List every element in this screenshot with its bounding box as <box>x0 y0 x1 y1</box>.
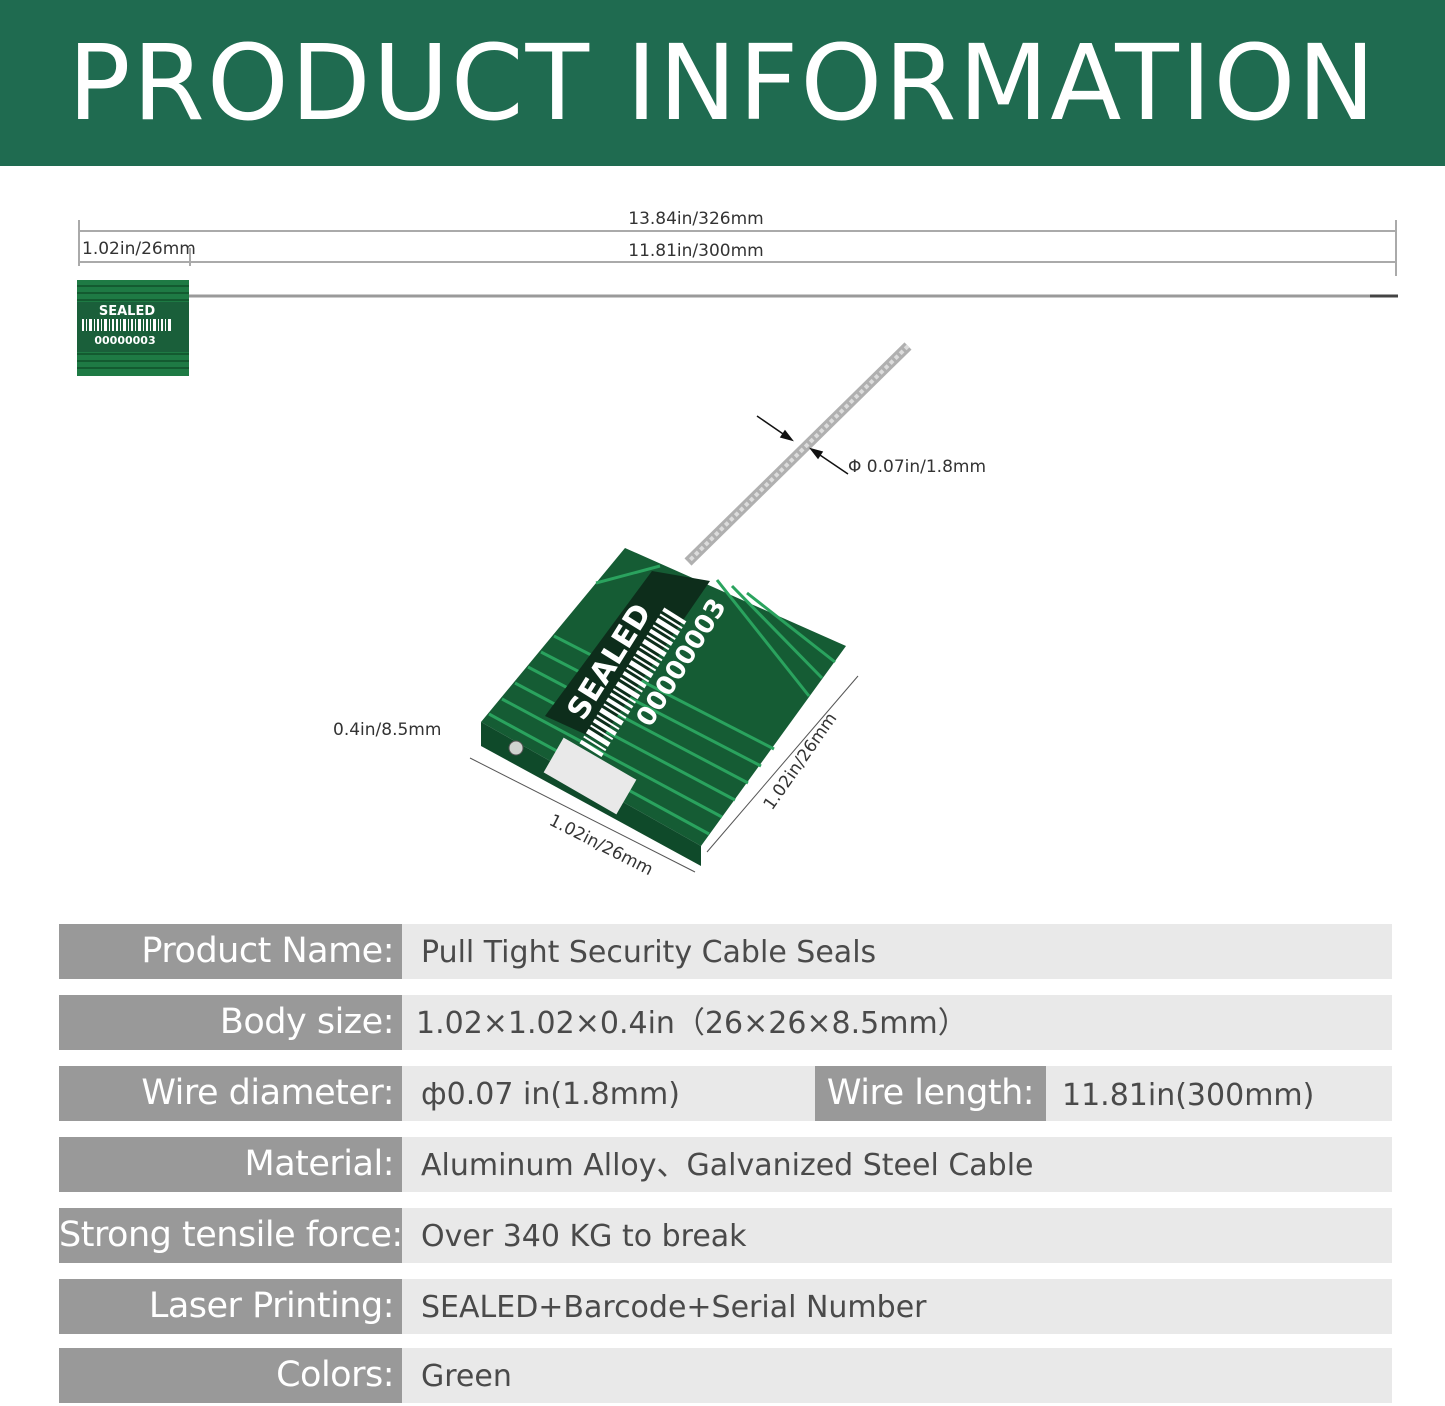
spec-row-material: Material: Aluminum Alloy、Galvanized Stee… <box>59 1137 1392 1192</box>
spec-row-laser-printing: Laser Printing: SEALED+Barcode+Serial Nu… <box>59 1279 1392 1334</box>
wire-diameter-arrows <box>756 415 849 475</box>
diagonal-wire <box>684 342 912 566</box>
spec-label-secondary: Wire length: <box>815 1066 1046 1121</box>
spec-label: Colors: <box>59 1348 402 1403</box>
spec-value: Pull Tight Security Cable Seals <box>421 935 877 970</box>
body-height-label: 0.4in/8.5mm <box>333 720 441 740</box>
spec-value: ф0.07 in(1.8mm) <box>421 1077 680 1112</box>
overall-length-label: 13.84in/326mm <box>628 209 763 229</box>
body-length-label: 1.02in/26mm <box>82 239 196 259</box>
small-seal-body: SEALED 00000003 <box>77 280 189 376</box>
spec-label: Product Name: <box>59 924 402 979</box>
spec-value: Green <box>421 1359 512 1394</box>
spec-row-wire: Wire diameter: ф0.07 in(1.8mm) Wire leng… <box>59 1066 1392 1121</box>
small-seal-text: SEALED <box>99 304 155 319</box>
spec-label: Laser Printing: <box>59 1279 402 1334</box>
spec-row-body-size: Body size: 1.02×1.02×0.4in（26×26×8.5mm） <box>59 995 1392 1050</box>
spec-value: Over 340 KG to break <box>421 1219 747 1254</box>
spec-label: Body size: <box>59 995 402 1050</box>
dimension-lines <box>78 220 1397 276</box>
body-dimension-lines <box>469 675 859 873</box>
spec-value: Aluminum Alloy、Galvanized Steel Cable <box>421 1148 1034 1183</box>
wire-length-label: 11.81in/300mm <box>628 241 763 261</box>
spec-label: Material: <box>59 1137 402 1192</box>
spec-label: Wire diameter: <box>59 1066 402 1121</box>
spec-value: 1.02×1.02×0.4in（26×26×8.5mm） <box>416 1006 968 1041</box>
spec-row-colors: Colors: Green <box>59 1348 1392 1403</box>
product-diagram: 13.84in/326mm 1.02in/26mm 11.81in/300mm … <box>0 166 1445 916</box>
spec-label: Strong tensile force: <box>59 1208 403 1263</box>
large-seal-body: SEALED 00000003 <box>481 548 846 866</box>
header-banner: PRODUCT INFORMATION <box>0 0 1445 166</box>
page-title: PRODUCT INFORMATION <box>67 22 1378 144</box>
spec-row-tensile: Strong tensile force: Over 340 KG to bre… <box>59 1208 1392 1263</box>
product-diagram-svg: 13.84in/326mm 1.02in/26mm 11.81in/300mm … <box>77 209 1398 880</box>
wire-diameter-label: Φ 0.07in/1.8mm <box>848 457 986 477</box>
spec-value: SEALED+Barcode+Serial Number <box>421 1290 927 1325</box>
spec-row-product-name: Product Name: Pull Tight Security Cable … <box>59 924 1392 979</box>
spec-value-secondary: 11.81in(300mm) <box>1062 1078 1315 1113</box>
small-seal-serial: 00000003 <box>94 334 155 347</box>
